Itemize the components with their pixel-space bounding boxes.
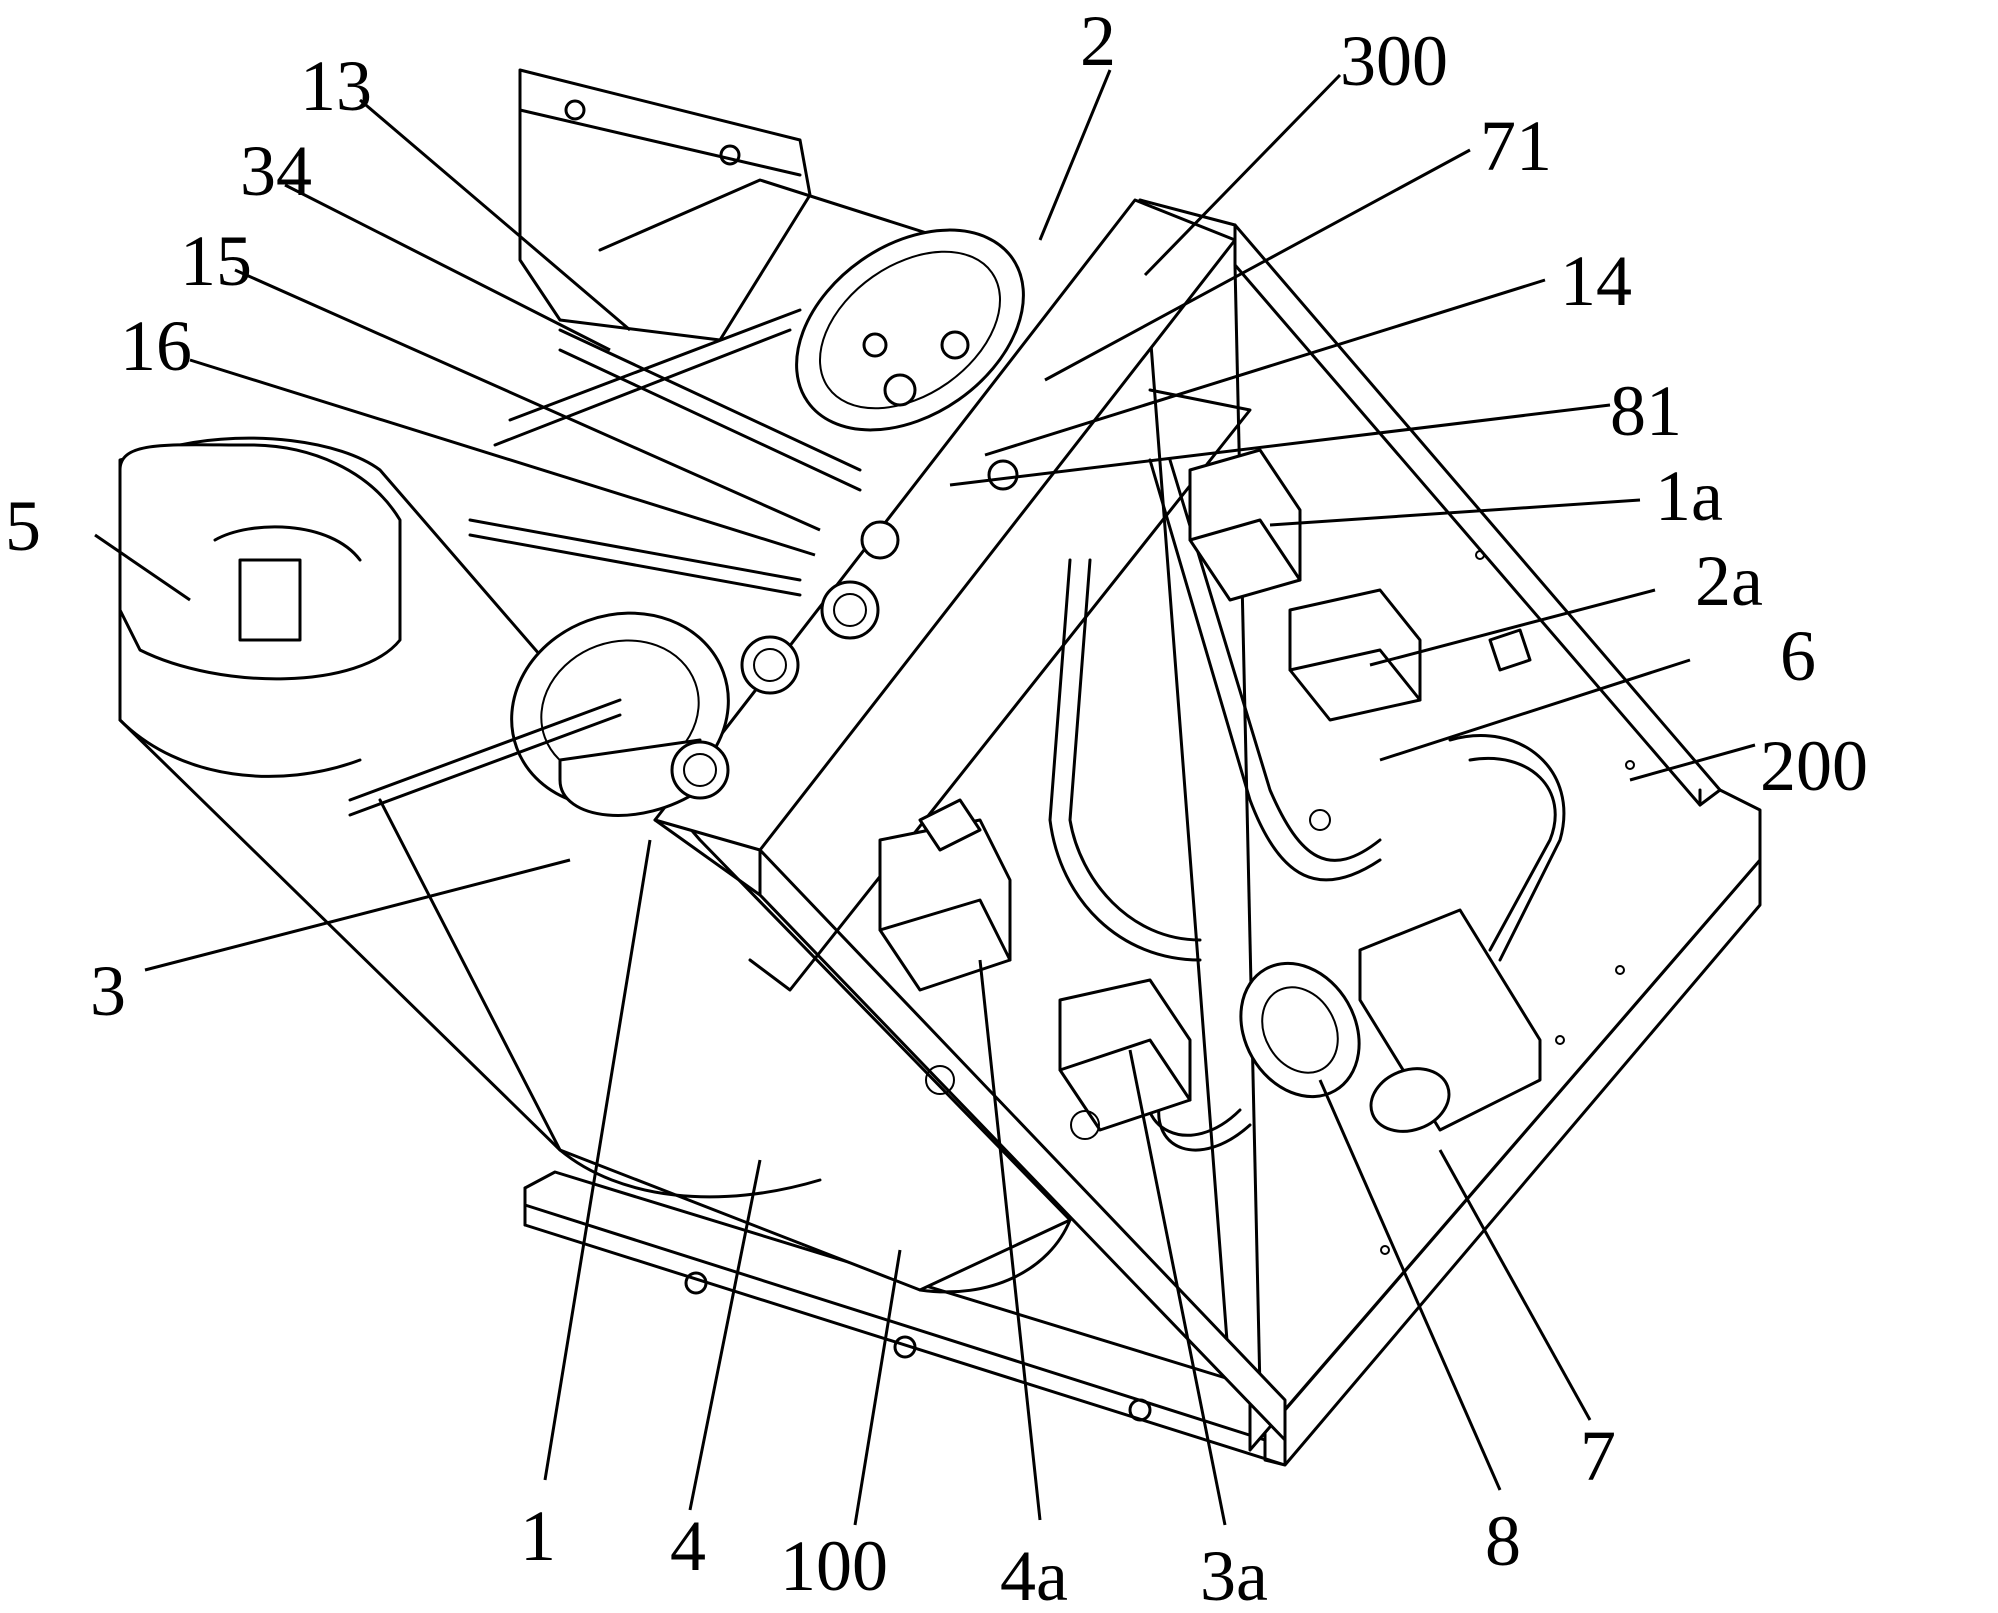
- label-15: 15: [180, 221, 252, 301]
- label-14: 14: [1560, 241, 1632, 321]
- label-4a: 4a: [1000, 1536, 1068, 1613]
- label-5: 5: [5, 486, 41, 566]
- valve-2a: [1288, 588, 1422, 722]
- leader-lines: [94, 69, 1756, 1526]
- machine-assembly: [118, 68, 1762, 1467]
- label-300: 300: [1340, 21, 1448, 101]
- label-100: 100: [780, 1526, 888, 1606]
- label-6: 6: [1780, 616, 1816, 696]
- part-labels: 2 300 71 13 34 15 14 16 81 5 1a 2a 6 200…: [5, 1, 1868, 1613]
- label-200: 200: [1760, 726, 1868, 806]
- label-81: 81: [1610, 371, 1682, 451]
- label-1a: 1a: [1655, 456, 1723, 536]
- label-2a: 2a: [1695, 541, 1763, 621]
- label-34: 34: [240, 131, 312, 211]
- valve-4a: [878, 798, 1012, 992]
- tubing: [348, 308, 1566, 1152]
- frame-fittings: [925, 628, 1532, 1140]
- upper-bracket: [518, 68, 982, 342]
- label-16: 16: [120, 306, 192, 386]
- label-13: 13: [300, 46, 372, 126]
- label-71: 71: [1480, 106, 1552, 186]
- cartridge-5: [118, 443, 402, 681]
- label-4: 4: [670, 1506, 706, 1586]
- valve-1a: [1188, 448, 1302, 602]
- label-1: 1: [520, 1496, 556, 1576]
- spring-fittings: [670, 459, 1019, 800]
- pump-8: [1239, 961, 1361, 1099]
- pump-7: [1358, 908, 1542, 1133]
- valve-3a: [1058, 978, 1192, 1132]
- label-3a: 3a: [1200, 1536, 1268, 1613]
- label-2: 2: [1080, 1, 1116, 81]
- center-plate-300: [653, 198, 1287, 1442]
- label-7: 7: [1580, 1416, 1616, 1496]
- label-8: 8: [1485, 1501, 1521, 1581]
- upper-disc: [795, 228, 1025, 432]
- label-3: 3: [90, 951, 126, 1031]
